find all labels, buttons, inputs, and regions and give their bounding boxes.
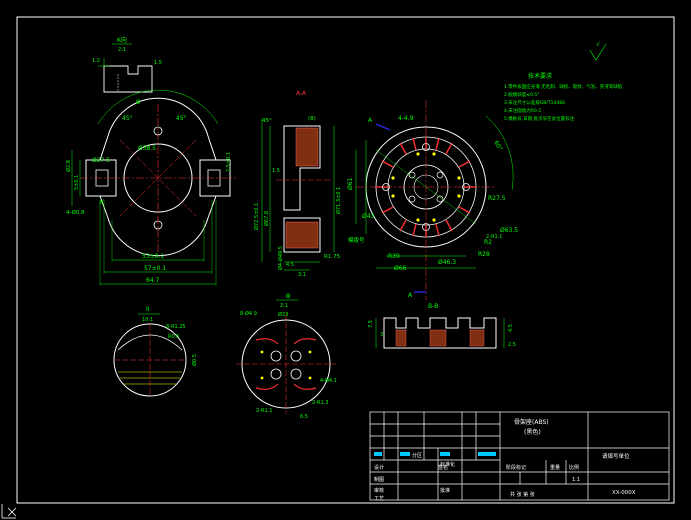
- aa-d1: Ø72.5±0.1: [253, 203, 260, 230]
- tb-process: 工艺: [374, 496, 384, 502]
- detail-iii-view: Ⅲ 2:1 8-Ø4.9 Ø23 4-Ø4.1 2-R1.1 2-R1.3 6.…: [236, 293, 337, 420]
- bb-h3: 4.5: [508, 324, 514, 332]
- top-rad: 2-R1.1: [486, 234, 502, 240]
- aa-h1: 1.5: [272, 168, 280, 174]
- k-detail-view: K向 2:1 1.2 1.5: [92, 36, 162, 93]
- notes-title: 技术要求: [528, 72, 552, 80]
- notes-item-2: 2.脱模斜度≤0.5°: [504, 91, 539, 98]
- top-angle: 60°: [492, 140, 503, 153]
- front-dim-v3: 2.5±0.1: [226, 152, 232, 172]
- detail-ii-view: II 10:1 8-R1.25 R0.5 Ø0.5: [113, 306, 198, 397]
- notes-item-4: 4.未注圆角为R0.5: [504, 107, 541, 114]
- top-d43: Ø43: [362, 213, 375, 220]
- aa-d2: Ø67.8: [263, 211, 270, 226]
- top-radius: R27.5: [488, 195, 506, 202]
- iii-scale: 2:1: [280, 303, 288, 309]
- section-aa-view: A-A Ø72.5±0.1 Ø67.8 Ø71.3±0.1 Ø4-Ø49.5 4…: [253, 90, 342, 278]
- front-view: 45° 45° Ⅲ Ø38.5 Ø27.5 4-Ø0.8 K Ø2.8 5±0.…: [65, 89, 236, 286]
- tb-weight: 重量: [550, 464, 560, 471]
- top-d61: Ø61: [347, 177, 354, 190]
- tb-revision: 分区: [412, 452, 422, 459]
- top-r39: R39: [388, 253, 400, 260]
- aa-d4: Ø4-Ø49.5: [277, 246, 284, 270]
- top-r28: R28: [478, 251, 490, 258]
- aa-h3: 4.5: [286, 262, 294, 268]
- front-width-2: 57±0.1: [144, 265, 166, 272]
- front-d-side: Ø27.5: [92, 157, 110, 164]
- tb-code: XX-000X: [612, 490, 636, 496]
- drawing-border: [16, 16, 675, 504]
- aa-radius: R1.75: [324, 254, 341, 260]
- aa-note: (8): [308, 116, 316, 122]
- iii-title: Ⅲ: [286, 293, 290, 300]
- tb-sheet: 共 张 第 张: [510, 491, 535, 498]
- front-k-mark: K: [100, 199, 105, 206]
- section-bb-view: B-B 7.5 3 4.5 2.5: [368, 303, 516, 349]
- tb-scale-label: 比例: [569, 464, 579, 471]
- tb-part-name: 骨架座(ABS): [514, 418, 549, 426]
- notes-item-1: 1.零件表面应光滑,无毛刺、缺损、裂纹、气泡、夹渣等缺陷: [504, 83, 623, 90]
- top-section-a-lower: A: [408, 292, 413, 299]
- top-d66: Ø66: [394, 265, 407, 272]
- top-section-a-upper: A: [368, 117, 373, 124]
- ii-title: II: [146, 306, 150, 313]
- ucs-axis-icon: [1, 504, 17, 519]
- top-holes: 4-4.9: [398, 115, 414, 122]
- iii-d: Ø23: [278, 311, 288, 318]
- front-width-1: 53±0.1: [142, 253, 164, 260]
- tb-stage: 阶段标记: [506, 464, 526, 471]
- front-width-3: 64.7: [146, 277, 160, 284]
- front-arrow-label: Ⅲ: [136, 99, 140, 106]
- title-block: [369, 411, 670, 501]
- k-dim-left: 1.2: [92, 58, 100, 64]
- k-detail-title: K向: [117, 36, 127, 44]
- roughness-symbol: √: [596, 41, 600, 48]
- front-dim-v1: Ø2.8: [65, 160, 72, 172]
- tb-company: 请填写单位: [602, 452, 630, 460]
- ii-scale: 10:1: [142, 317, 153, 323]
- top-view: 4-4.9 R27.5 60° Ø43 Ø61 Ø66 Ø46.3 Ø63.5 …: [347, 100, 518, 300]
- bb-h2: 3: [380, 332, 383, 338]
- tb-sign: 签名: [438, 464, 448, 471]
- front-dim-v2: 5±0.1: [74, 175, 80, 190]
- technical-notes: 技术要求 1.零件表面应光滑,无毛刺、缺损、裂纹、气泡、夹渣等缺陷 2.脱模斜度…: [504, 41, 623, 122]
- tb-drafter: 制图: [374, 476, 384, 483]
- tb-check: 标准化: [440, 461, 455, 468]
- notes-item-5: 5.模板号,日期,批次号在此位置标注: [504, 115, 575, 122]
- top-template-label: 模版号: [348, 236, 365, 244]
- aa-d3: Ø71.3±0.1: [335, 187, 342, 214]
- title-block-text: 骨架座(ABS) (黑色) 请填写单位 分区 签名 设计 标准化 制图 审核 工…: [374, 418, 636, 502]
- ii-d: Ø0.5: [191, 354, 198, 366]
- tb-scale: 1:1: [572, 477, 580, 483]
- top-d46: Ø46.3: [438, 259, 456, 266]
- ii-r2: R0.5: [168, 334, 179, 340]
- front-d-hole: 4-Ø0.8: [66, 209, 85, 216]
- top-r2: R2: [484, 239, 492, 246]
- tb-approve: 批准: [440, 487, 450, 494]
- aa-title: A-A: [296, 90, 307, 97]
- iii-holes: 8-Ø4.9: [240, 310, 257, 317]
- bb-h1: 7.5: [368, 320, 374, 328]
- iii-w: 6.5: [300, 414, 308, 420]
- bb-h4: 2.5: [508, 342, 516, 348]
- front-angle-right: 45°: [176, 115, 187, 122]
- ii-r1: 8-R1.25: [166, 324, 186, 330]
- notes-item-3: 3.未注尺寸公差按GB/T14486: [504, 99, 565, 106]
- tb-review: 审核: [374, 487, 384, 494]
- k-detail-scale: 2:1: [118, 47, 126, 53]
- k-dim-right: 1.5: [154, 60, 162, 66]
- aa-angle: 45°: [262, 118, 272, 124]
- tb-designer: 设计: [374, 464, 384, 471]
- iii-h: 4-Ø4.1: [320, 377, 337, 384]
- iii-r2: 2-R1.3: [312, 400, 328, 406]
- tb-part-sub: (黑色): [524, 428, 541, 436]
- front-d-center: Ø38.5: [138, 145, 156, 152]
- bb-title: B-B: [428, 303, 438, 310]
- front-angle-left: 45°: [122, 115, 133, 122]
- aa-width: 3.1: [298, 272, 306, 278]
- title-block-highlights: [374, 452, 496, 456]
- iii-r: 2-R1.1: [256, 408, 272, 414]
- top-d63: Ø63.5: [500, 227, 518, 234]
